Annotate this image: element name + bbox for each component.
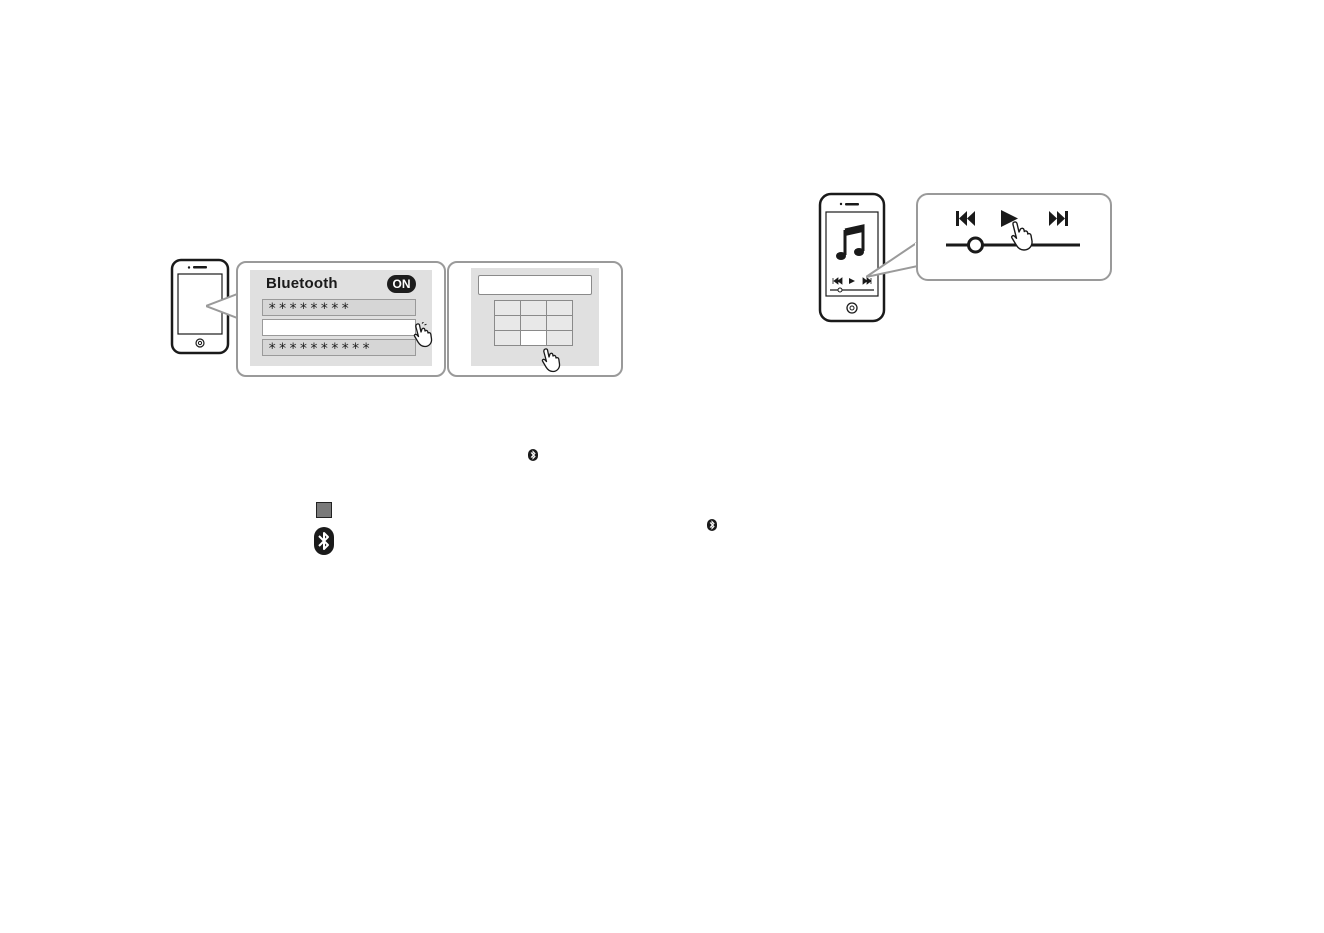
progress-slider-knob[interactable] [968,238,982,252]
keypad-key[interactable] [494,315,521,331]
bluetooth-toggle[interactable]: ON [387,275,416,293]
skip-previous-icon[interactable] [956,211,975,226]
hand-pointer-icon [410,322,436,348]
skip-next-icon[interactable] [1049,211,1068,226]
keypad-key-selected[interactable] [520,330,547,346]
device-list-item-selected[interactable] [262,319,416,336]
square-icon [316,502,332,518]
bluetooth-icon [528,449,538,461]
bluetooth-settings-title: Bluetooth [266,275,338,292]
keypad-key[interactable] [494,300,521,316]
keypad-key[interactable] [546,330,573,346]
keypad-key[interactable] [546,315,573,331]
keypad-key[interactable] [520,315,547,331]
hand-pointer-icon [538,347,564,373]
playback-controls-panel [916,193,1112,281]
device-list-item[interactable]: ******** [262,299,416,316]
keypad-key[interactable] [520,300,547,316]
bluetooth-icon [314,527,334,555]
keypad-grid [495,301,573,346]
bluetooth-icon [707,519,717,531]
callout-pointer [866,238,922,280]
passkey-keypad-panel [447,261,623,377]
passkey-field[interactable] [478,275,592,295]
keypad-key[interactable] [546,300,573,316]
bluetooth-settings-panel: Bluetooth ON ******** ********** [236,261,446,377]
keypad-key[interactable] [494,330,521,346]
device-list-item[interactable]: ********** [262,339,416,356]
